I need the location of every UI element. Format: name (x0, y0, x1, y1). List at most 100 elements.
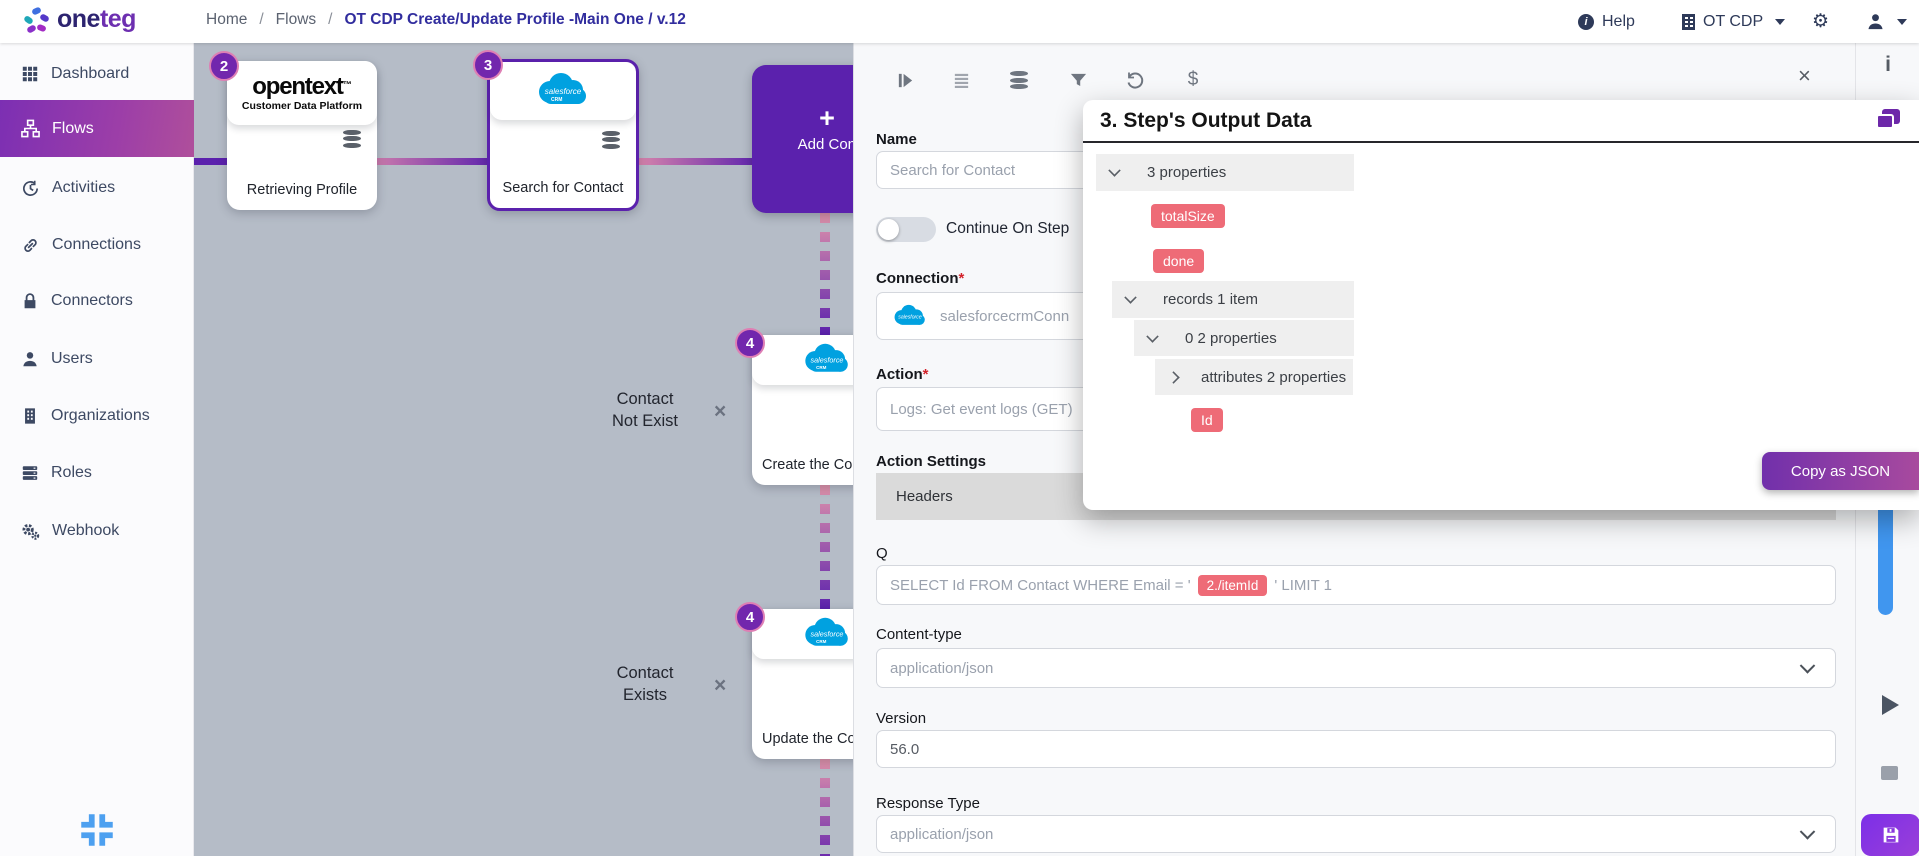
sidebar-item-roles[interactable]: Roles (0, 456, 194, 490)
flow-node-update-contact[interactable]: salesforce CRM Update the Co (752, 609, 853, 759)
flow-dashed-connector (820, 213, 830, 335)
popup-title: 3. Step's Output Data (1100, 109, 1312, 132)
chevron-right-icon (1167, 370, 1180, 384)
step-badge: 3 (473, 50, 503, 80)
chevron-down-icon (1124, 291, 1137, 304)
version-label: Version (876, 710, 927, 727)
flow-node-create-contact[interactable]: salesforce CRM Create the Co (752, 335, 853, 485)
popup-divider (1083, 141, 1919, 143)
flow-node-retrieving-profile[interactable]: opentext™ Customer Data Platform Retriev… (227, 61, 377, 210)
database-icon (602, 129, 620, 150)
chevron-down-icon (1146, 329, 1159, 343)
organization-icon (1682, 13, 1695, 30)
close-panel-button[interactable]: × (1798, 63, 1811, 88)
stop-icon[interactable] (1881, 766, 1898, 780)
oneteg-logo[interactable]: oneteg (23, 5, 136, 34)
sidebar-item-users[interactable]: Users (0, 342, 194, 376)
building-icon (25, 408, 35, 424)
collapse-sidebar-button[interactable] (76, 809, 118, 856)
compress-icon (81, 814, 113, 846)
tree-node-root[interactable]: 3 properties (1096, 154, 1354, 191)
tree-node-records[interactable]: records 1 item (1112, 281, 1354, 318)
org-switcher[interactable]: OT CDP (1682, 0, 1786, 43)
salesforce-crm-logo: salesforce CRM (752, 335, 853, 385)
breadcrumb-separator: / (259, 11, 264, 28)
settings-button[interactable]: ⚙ (1812, 0, 1829, 43)
oneteg-logo-text: oneteg (57, 5, 136, 33)
tree-node-record-0[interactable]: 0 2 properties (1134, 320, 1354, 356)
currency-button[interactable]: $ (1176, 63, 1210, 97)
remove-branch-icon[interactable]: × (714, 674, 727, 697)
lock-icon (24, 293, 36, 309)
toggle-label: Continue On Step (946, 220, 1070, 237)
save-flow-button[interactable] (1861, 814, 1919, 856)
flows-sitemap-icon (21, 119, 40, 138)
step-badge: 4 (735, 602, 765, 632)
sidebar-item-webhook[interactable]: Webhook (0, 514, 194, 548)
sidebar-item-label: Webhook (52, 522, 120, 539)
user-menu[interactable] (1866, 0, 1907, 43)
sidebar-item-label: Dashboard (51, 65, 130, 82)
sidebar-item-dashboard[interactable]: Dashboard (0, 57, 194, 91)
opentext-logo: opentext™ Customer Data Platform (227, 61, 377, 125)
tree-node-attributes[interactable]: attributes 2 properties (1155, 359, 1353, 395)
sidebar-item-activities[interactable]: Activities (0, 171, 194, 205)
undo-button[interactable] (1118, 63, 1152, 97)
content-type-select[interactable]: application/json (876, 648, 1836, 688)
branch-label-contact-not-exist: Contact Not Exist (611, 390, 679, 431)
undo-icon (1127, 72, 1144, 89)
sidebar-item-connections[interactable]: Connections (0, 228, 194, 262)
tree-field-badge[interactable]: Id (1191, 408, 1223, 432)
svg-text:salesforce: salesforce (898, 314, 922, 320)
breadcrumb-flows[interactable]: Flows (275, 11, 317, 28)
play-icon[interactable] (1882, 695, 1899, 715)
sidebar-item-label: Roles (51, 464, 92, 481)
svg-text:salesforce: salesforce (811, 356, 844, 365)
version-input[interactable]: 56.0 (876, 730, 1836, 768)
copy-as-json-button[interactable]: Copy as JSON (1762, 452, 1919, 490)
step-badge: 4 (735, 328, 765, 358)
oneteg-logo-icon (23, 5, 50, 34)
tree-field-badge[interactable]: done (1153, 249, 1205, 273)
logs-button[interactable] (944, 63, 978, 97)
sidebar-item-label: Organizations (51, 407, 150, 424)
step-badge: 2 (209, 51, 239, 81)
remove-branch-icon[interactable]: × (714, 400, 727, 423)
scrollbar-thumb[interactable] (1878, 500, 1893, 615)
flow-canvas[interactable]: opentext™ Customer Data Platform Retriev… (194, 43, 853, 856)
add-condition-label: Add Cond (797, 136, 853, 153)
svg-text:CRM: CRM (816, 639, 826, 644)
mapped-token-badge[interactable]: 2./itemId (1197, 574, 1268, 596)
help-button[interactable]: i Help (1578, 0, 1635, 43)
add-condition-node[interactable]: + Add Cond (752, 65, 853, 213)
breadcrumb-home[interactable]: Home (206, 11, 248, 28)
database-icon (343, 128, 361, 149)
copy-icon[interactable] (1876, 109, 1902, 131)
node-label: Update the Co (762, 731, 853, 747)
database-icon (1010, 70, 1028, 91)
node-label: Search for Contact (502, 180, 624, 196)
flow-node-search-for-contact[interactable]: salesforce CRM Search for Contact (487, 59, 639, 211)
dollar-icon: $ (1187, 69, 1199, 90)
tree-field-badge[interactable]: totalSize (1151, 204, 1225, 228)
sidebar-item-organizations[interactable]: Organizations (0, 399, 194, 433)
response-type-select[interactable]: application/json (876, 815, 1836, 853)
run-step-button[interactable] (888, 63, 922, 97)
sidebar-item-connectors[interactable]: Connectors (0, 284, 194, 318)
svg-text:CRM: CRM (816, 365, 826, 370)
q-input[interactable]: SELECT Id FROM Contact WHERE Email = ' 2… (876, 565, 1836, 605)
sidebar-item-flows[interactable]: Flows (0, 100, 194, 157)
breadcrumb: Home / Flows / OT CDP Create/Update Prof… (206, 11, 686, 29)
salesforce-cloud-icon: salesforce CRM (539, 73, 586, 104)
chevron-down-icon (1775, 18, 1786, 25)
continue-on-step-toggle[interactable] (876, 217, 936, 242)
breadcrumb-current: OT CDP Create/Update Profile -Main One /… (344, 11, 686, 28)
svg-text:salesforce: salesforce (545, 87, 582, 96)
action-settings-label: Action Settings (876, 453, 987, 470)
save-floppy-icon (1883, 827, 1898, 843)
info-icon[interactable]: i (1885, 53, 1891, 76)
filter-button[interactable] (1061, 63, 1095, 97)
data-button[interactable] (1002, 63, 1036, 97)
sidebar-item-label: Activities (52, 179, 116, 196)
toggle-knob (878, 219, 899, 240)
